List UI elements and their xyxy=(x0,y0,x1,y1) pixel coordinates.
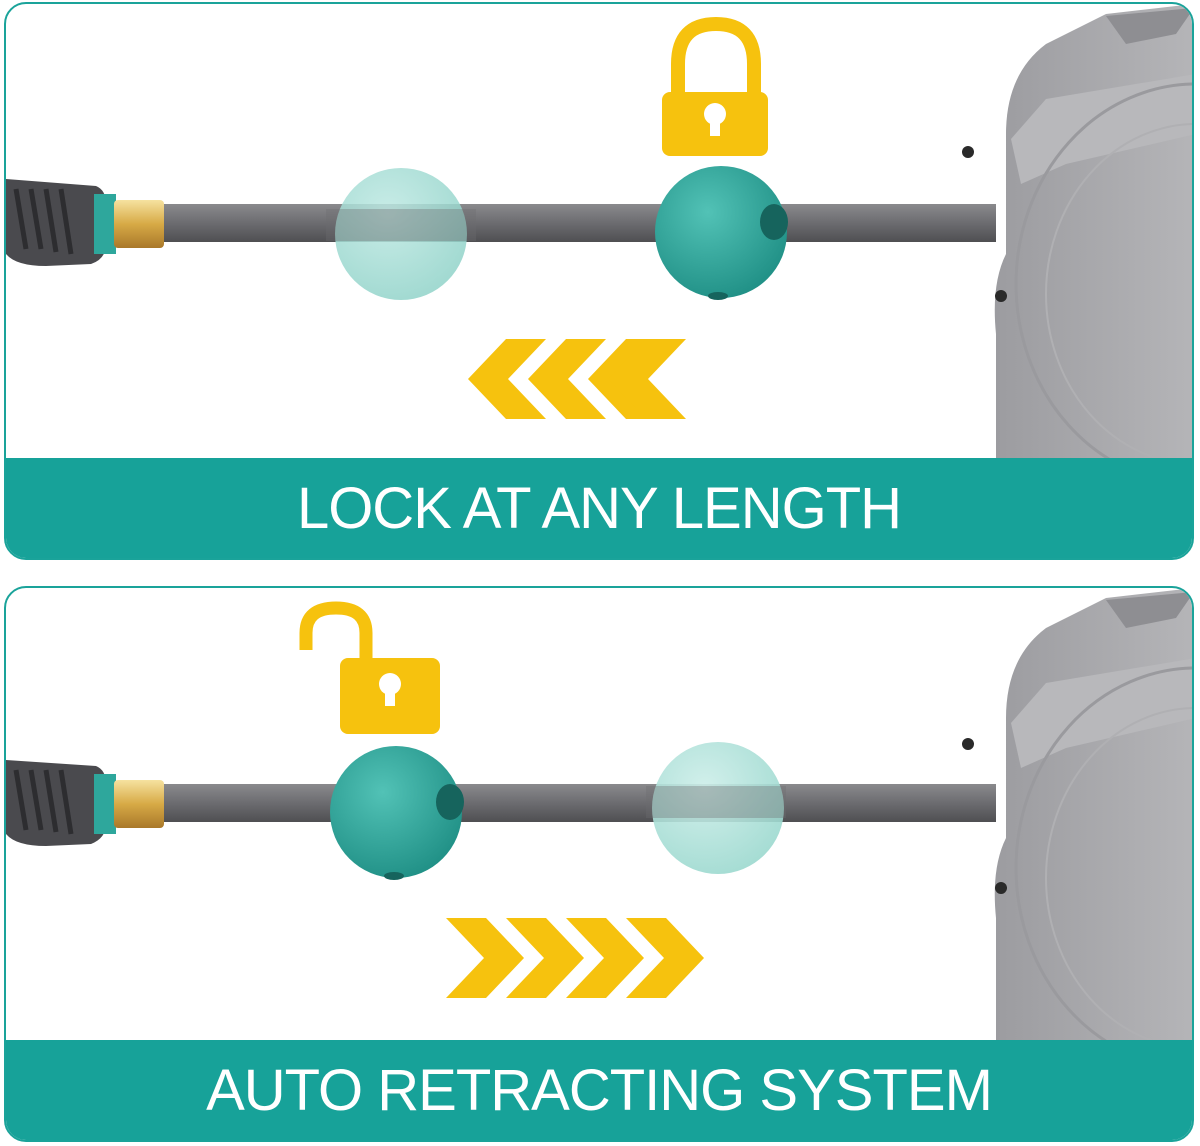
hose-reel xyxy=(962,588,1192,1046)
caption-band: AUTO RETRACTING SYSTEM xyxy=(6,1040,1192,1140)
lock-caption: LOCK AT ANY LENGTH xyxy=(296,475,902,541)
hose xyxy=(156,784,996,822)
stopper-ball xyxy=(330,746,464,880)
lock-illustration xyxy=(6,4,1192,462)
arrows-right-icon xyxy=(446,918,704,998)
ghost-stopper-ball xyxy=(652,742,784,874)
brass-coupling xyxy=(114,780,164,828)
lock-open-icon xyxy=(299,601,440,734)
arrows-left-icon xyxy=(468,339,686,419)
spray-nozzle xyxy=(6,179,116,266)
retract-caption: AUTO RETRACTING SYSTEM xyxy=(206,1057,993,1123)
caption-band: LOCK AT ANY LENGTH xyxy=(6,458,1192,558)
lock-scene xyxy=(6,4,1192,462)
lock-closed-icon xyxy=(662,16,768,156)
retract-illustration xyxy=(6,588,1192,1046)
retract-panel: AUTO RETRACTING SYSTEM xyxy=(4,586,1194,1142)
hose xyxy=(156,204,996,242)
ghost-stopper-ball xyxy=(335,168,467,300)
stopper-ball xyxy=(655,166,788,300)
brass-coupling xyxy=(114,200,164,248)
retract-scene xyxy=(6,588,1192,1046)
spray-nozzle xyxy=(6,760,116,846)
lock-panel: LOCK AT ANY LENGTH xyxy=(4,2,1194,560)
hose-reel xyxy=(962,4,1192,462)
